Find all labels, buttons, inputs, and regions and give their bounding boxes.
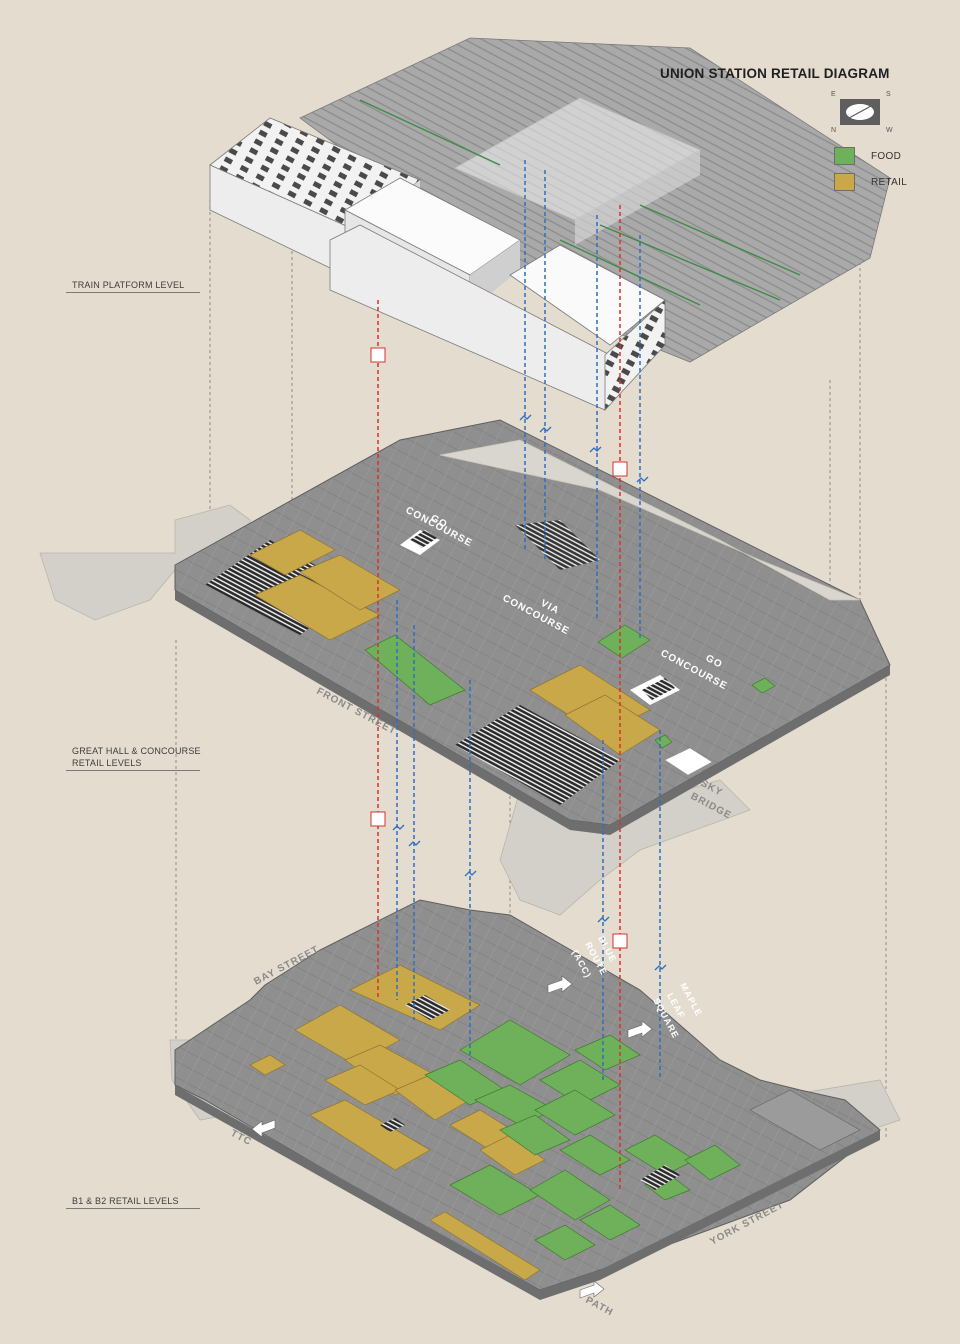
elevator-markers (370, 347, 628, 949)
elevator-connectors (377, 205, 621, 1190)
legend-food-swatch (834, 147, 855, 165)
concourse-level-rule (66, 770, 200, 771)
train-platform-level (209, 37, 891, 412)
legend-food: FOOD (834, 147, 901, 165)
compass-east: E (831, 91, 836, 98)
legend-retail: RETAIL (834, 173, 907, 191)
concourse-level-label-line1: GREAT HALL & CONCOURSE (72, 746, 201, 756)
concourse-level-label-line2: RETAIL LEVELS (72, 758, 142, 768)
compass-icon (840, 99, 880, 125)
platform-level-rule (66, 292, 200, 293)
compass-north: N (831, 127, 837, 134)
diagram-title: UNION STATION RETAIL DIAGRAM (660, 66, 890, 81)
legend-retail-swatch (834, 173, 855, 191)
basement-level-rule (66, 1208, 200, 1209)
path-label: PATH (584, 1295, 615, 1319)
basement-level-label: B1 & B2 RETAIL LEVELS (72, 1196, 179, 1206)
compass-south: S (886, 91, 891, 98)
compass-west: W (886, 127, 893, 134)
legend-food-label: FOOD (871, 150, 902, 162)
escalator-connectors (396, 160, 661, 1080)
platform-level-label: TRAIN PLATFORM LEVEL (72, 280, 185, 290)
concourse-level (174, 419, 891, 835)
legend-retail-label: RETAIL (871, 176, 908, 188)
projection-guides (175, 200, 887, 1140)
escalator-markers (392, 414, 667, 971)
basement-level (174, 899, 881, 1300)
